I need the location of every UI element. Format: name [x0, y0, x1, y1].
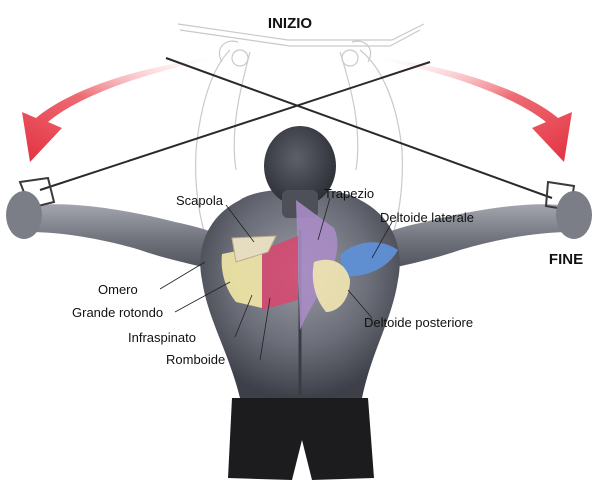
deltoid-posterior-muscle [312, 259, 350, 312]
start-position-sketch [177, 23, 425, 246]
cable-left [39, 61, 431, 191]
label-grande-rotondo: Grande rotondo [72, 305, 163, 320]
right-hand [544, 180, 592, 239]
leader-lines [159, 197, 393, 361]
left-arm [28, 204, 240, 275]
scapula-bone [231, 235, 277, 263]
label-end: FINE [549, 251, 583, 268]
label-start: INIZIO [268, 15, 312, 32]
rhomboid-muscle [262, 236, 298, 310]
label-omero: Omero [98, 282, 138, 297]
head [264, 126, 336, 206]
shorts [228, 398, 374, 480]
arrow-right [360, 56, 572, 162]
label-scapola: Scapola [176, 193, 224, 208]
label-romboide: Romboide [166, 352, 225, 367]
label-infraspinato: Infraspinato [128, 330, 196, 345]
arrow-left [22, 56, 232, 162]
deltoid-lateral-muscle [340, 242, 398, 277]
label-deltoide-laterale: Deltoide laterale [380, 210, 474, 225]
label-trapezio: Trapezio [324, 186, 374, 201]
infraspinatus-muscle [221, 246, 262, 308]
right-arm [360, 204, 572, 275]
left-hand [6, 176, 56, 239]
cable-right [165, 57, 553, 199]
label-deltoide-posteriore: Deltoide posteriore [364, 315, 473, 330]
